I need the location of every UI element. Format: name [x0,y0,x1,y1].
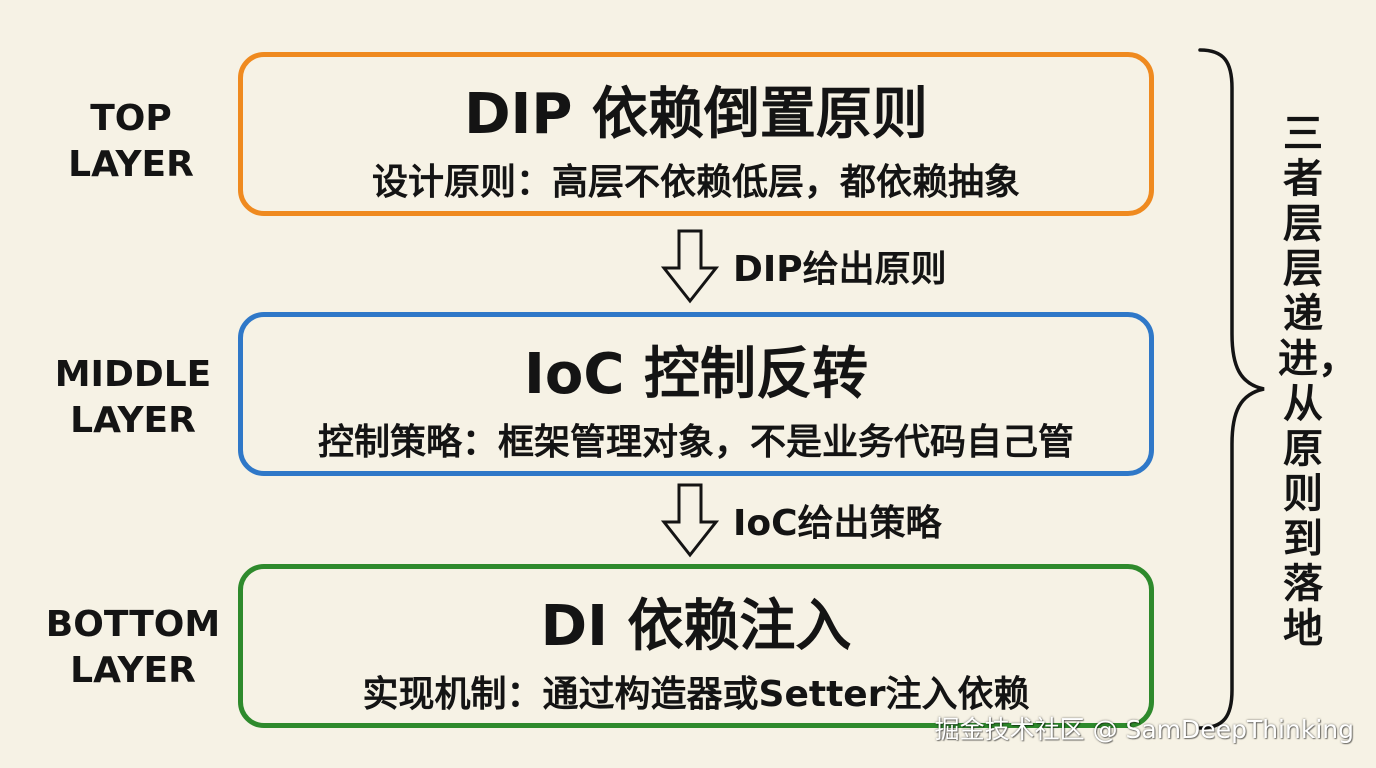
layer-label-bottom-line2: LAYER [70,650,196,691]
dip-title: DIP 依赖倒置原则 [464,82,928,147]
layer-label-top-line2: LAYER [68,144,194,185]
layer-label-bottom-line1: BOTTOM [45,604,221,645]
arrow-label-dip: DIP给出原则 [733,249,947,290]
layer-label-middle-line1: MIDDLE [54,354,212,395]
ioc-box: IoC 控制反转 控制策略：框架管理对象，不是业务代码自己管 [238,312,1154,476]
arrow-label-ioc: IoC给出策略 [733,503,942,544]
layer-label-bottom: BOTTOM LAYER [38,602,228,694]
side-note: 三者层层递进，从原则到落地 [1278,111,1358,652]
dip-box: DIP 依赖倒置原则 设计原则：高层不依赖低层，都依赖抽象 [238,52,1154,216]
ioc-title: IoC 控制反转 [524,342,868,407]
layer-label-top: TOP LAYER [36,96,226,188]
layer-label-top-line1: TOP [90,98,172,139]
curly-brace-icon [1198,48,1265,730]
ioc-description: 控制策略：框架管理对象，不是业务代码自己管 [317,422,1074,463]
down-arrow-icon [660,229,720,304]
layer-label-middle-line2: LAYER [70,400,196,441]
di-title: DI 依赖注入 [540,594,852,659]
di-box: DI 依赖注入 实现机制：通过构造器或Setter注入依赖 [238,564,1154,728]
dip-description: 设计原则：高层不依赖低层，都依赖抽象 [371,162,1020,203]
down-arrow-icon [660,483,720,558]
layer-label-middle: MIDDLE LAYER [38,352,228,444]
di-description: 实现机制：通过构造器或Setter注入依赖 [362,674,1030,715]
watermark: 掘金技术社区 @ SamDeepThinking [934,715,1354,744]
